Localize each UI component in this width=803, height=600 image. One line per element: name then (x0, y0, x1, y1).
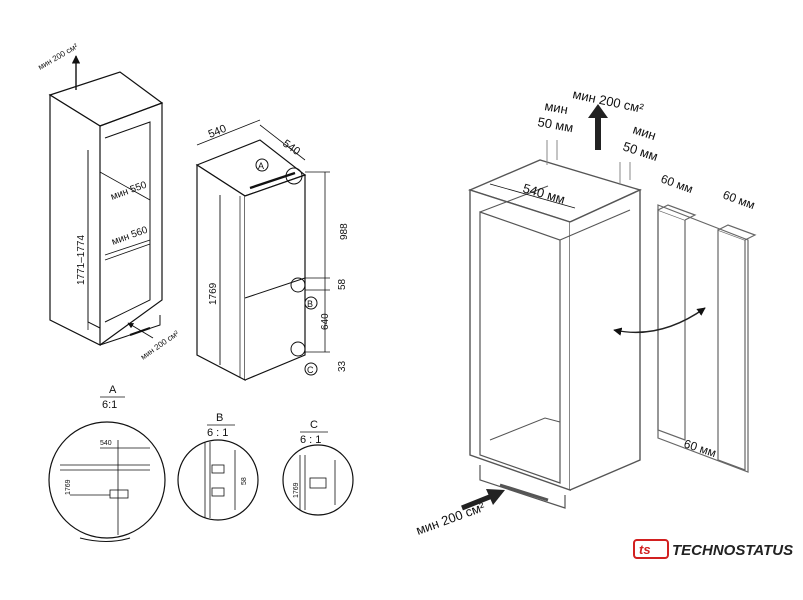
detail-c-letter: C (310, 419, 318, 431)
detail-a-540: 540 (100, 440, 112, 447)
left-height-range: 1771–1774 (76, 235, 87, 285)
rotate-arrow (613, 307, 706, 336)
detail-a-letter: A (109, 384, 117, 396)
appliance-dim-640: 640 (320, 313, 331, 330)
right-strip-60-1: 60 мм (659, 172, 695, 197)
air-in-arrow (461, 493, 493, 511)
right-min50-left-1: мин (543, 98, 569, 117)
detail-c-scale: 6 : 1 (300, 434, 321, 446)
appliance-height-1769: 1769 (208, 282, 219, 305)
right-min50-right-2: 50 мм (621, 139, 660, 164)
right-min50-left-2: 50 мм (536, 114, 574, 135)
right-min-area-bottom: мин 200 см² (414, 499, 487, 538)
svg-text:ts: ts (639, 542, 651, 557)
detail-b-letter: B (216, 412, 223, 424)
callout-b-circle (290, 277, 306, 293)
callout-c-circle (290, 341, 306, 357)
right-min-area-top: мин 200 см² (571, 86, 645, 116)
detail-b: B 6 : 1 58 (177, 412, 259, 521)
appliance-dim-988: 988 (339, 223, 350, 240)
appliance-drawing (195, 139, 307, 381)
detail-b-58: 58 (241, 477, 248, 485)
detail-c: C 6 : 1 1769 (282, 419, 354, 516)
air-in-arrow-bottom (127, 322, 154, 339)
niche-large-drawing (468, 159, 642, 509)
callout-a: A (258, 161, 264, 171)
decor-strip-1 (657, 204, 697, 441)
detail-a: A 6:1 540 1769 (48, 384, 166, 542)
callout-b: B (307, 299, 313, 309)
detail-a-scale: 6:1 (102, 399, 117, 411)
left-min-550: мин 550 (109, 180, 148, 203)
niche-cabinet-drawing (48, 71, 164, 346)
right-strip-60-bottom: 60 мм (682, 437, 718, 461)
callout-a-circle (285, 167, 303, 185)
callout-c: C (307, 365, 314, 375)
right-strip-60-2: 60 мм (721, 188, 757, 213)
detail-b-scale: 6 : 1 (207, 427, 228, 439)
decor-panel (657, 204, 749, 473)
appliance-dim-33: 33 (337, 360, 348, 372)
right-min50-right-1: мин (631, 122, 658, 143)
left-min-area-top: мин 200 см² (37, 42, 80, 72)
detail-c-1769: 1769 (293, 482, 300, 498)
appliance-width: 540 (207, 123, 229, 141)
appliance-dim-58: 58 (337, 278, 348, 290)
left-min-560: мин 560 (110, 225, 149, 248)
brand-logo: ts TECHNOSTATUS (633, 539, 793, 559)
decor-strip-2 (717, 224, 757, 471)
detail-a-1769: 1769 (65, 479, 72, 495)
brand-logo-text: TECHNOSTATUS (672, 542, 793, 559)
